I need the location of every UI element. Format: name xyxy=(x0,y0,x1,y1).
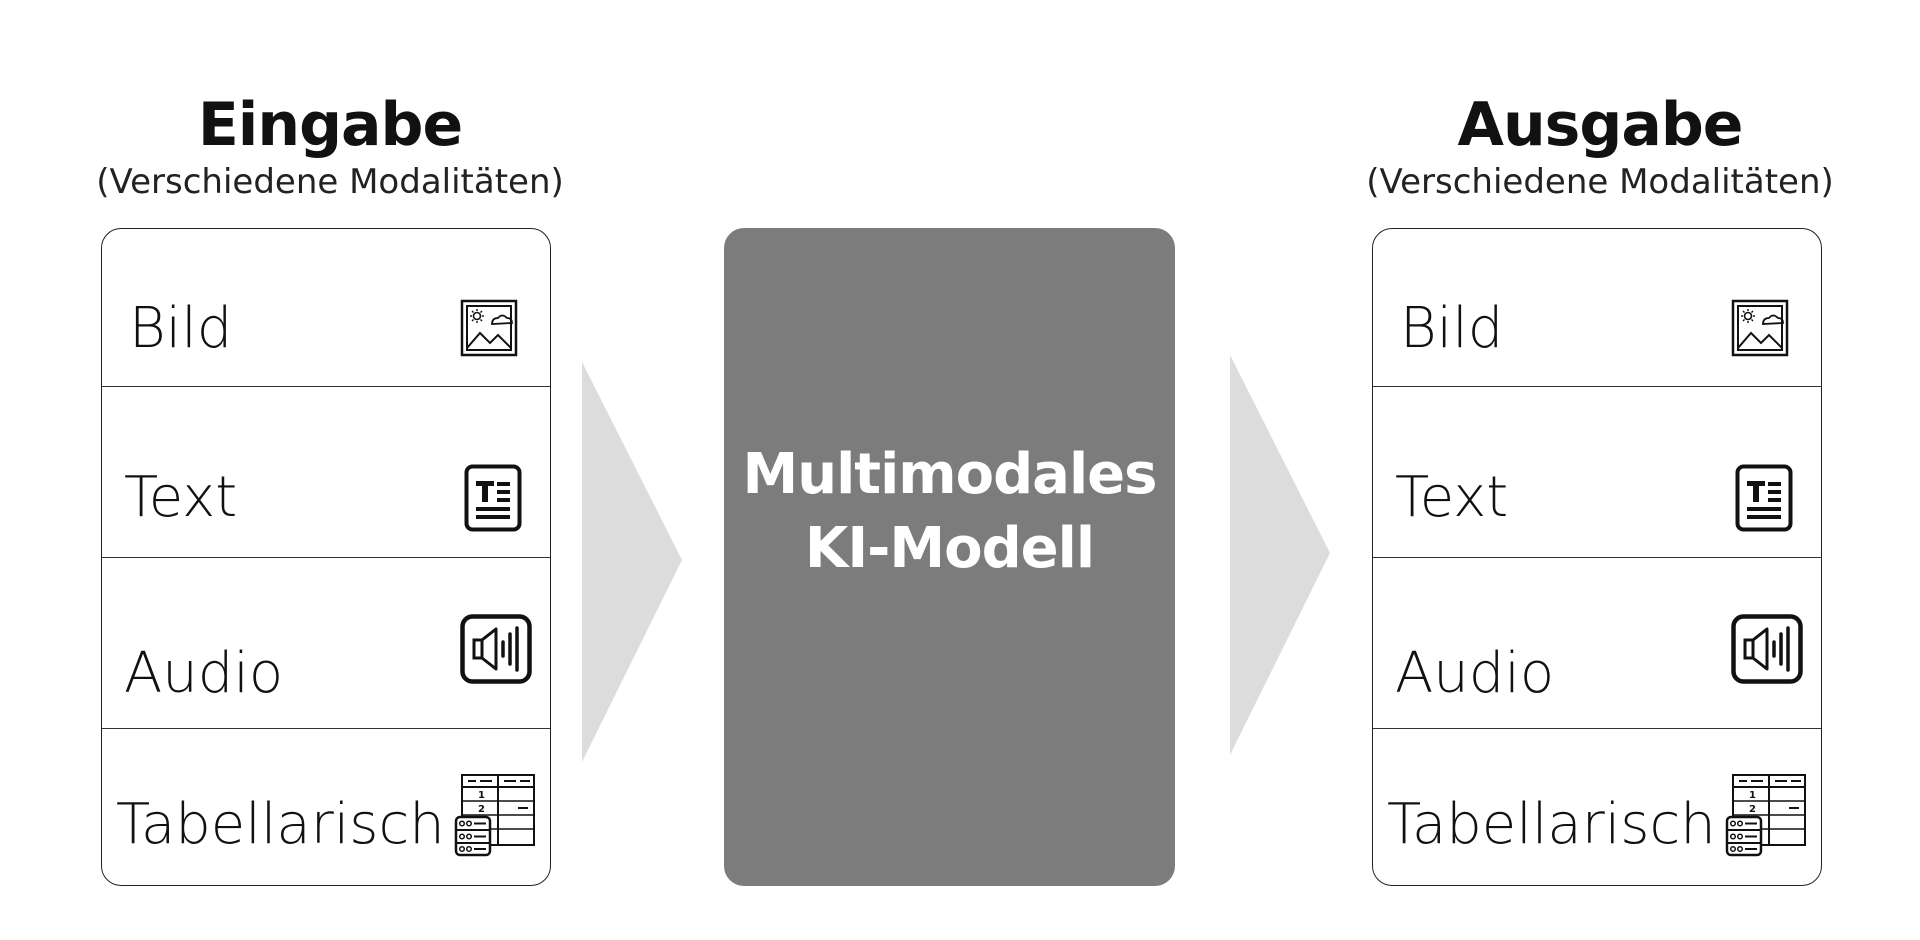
flow-arrow-output xyxy=(1230,355,1330,755)
modality-label: Text xyxy=(124,465,238,530)
svg-text:2: 2 xyxy=(478,804,485,815)
svg-text:2: 2 xyxy=(1749,804,1756,815)
modality-row-bild: Bild xyxy=(102,229,550,386)
speaker-audio-icon xyxy=(1731,614,1803,689)
modality-label: Text xyxy=(1395,465,1509,530)
output-header: Ausgabe (Verschiedene Modalitäten) xyxy=(1320,90,1880,204)
image-icon xyxy=(460,299,518,362)
modality-row-audio: Audio xyxy=(1373,557,1821,729)
model-label: Multimodales KI-Modell xyxy=(742,442,1158,581)
input-header: Eingabe (Verschiedene Modalitäten) xyxy=(50,90,610,204)
output-modalities-panel: Bild Text xyxy=(1372,228,1822,886)
modality-row-tabellarisch: Tabellarisch 1 2 xyxy=(102,728,550,888)
modality-label: Tabellarisch xyxy=(1387,792,1716,857)
modality-label: Audio xyxy=(1395,641,1555,706)
modality-row-tabellarisch: Tabellarisch 1 2 xyxy=(1373,728,1821,888)
modality-label: Audio xyxy=(124,641,284,706)
input-title: Eingabe xyxy=(197,90,463,160)
modality-label: Bild xyxy=(1400,296,1504,361)
table-database-icon: 1 2 xyxy=(454,773,536,862)
modality-row-audio: Audio xyxy=(102,557,550,729)
multimodal-ai-model-box: Multimodales KI-Modell xyxy=(724,228,1175,886)
speaker-audio-icon xyxy=(460,614,532,689)
image-icon xyxy=(1731,299,1789,362)
modality-label: Tabellarisch xyxy=(116,792,445,857)
output-subtitle: (Verschiedene Modalitäten) xyxy=(1366,162,1834,202)
table-database-icon: 1 2 xyxy=(1725,773,1807,862)
text-document-icon xyxy=(464,464,522,537)
svg-text:1: 1 xyxy=(1749,790,1756,801)
svg-text:1: 1 xyxy=(478,790,485,801)
input-subtitle: (Verschiedene Modalitäten) xyxy=(96,162,564,202)
modality-row-bild: Bild xyxy=(1373,229,1821,386)
output-title: Ausgabe xyxy=(1457,90,1744,160)
modality-row-text: Text xyxy=(102,386,550,558)
modality-label: Bild xyxy=(129,296,233,361)
input-modalities-panel: Bild Text xyxy=(101,228,551,886)
text-document-icon xyxy=(1735,464,1793,537)
modality-row-text: Text xyxy=(1373,386,1821,558)
flow-arrow-input xyxy=(582,362,682,762)
